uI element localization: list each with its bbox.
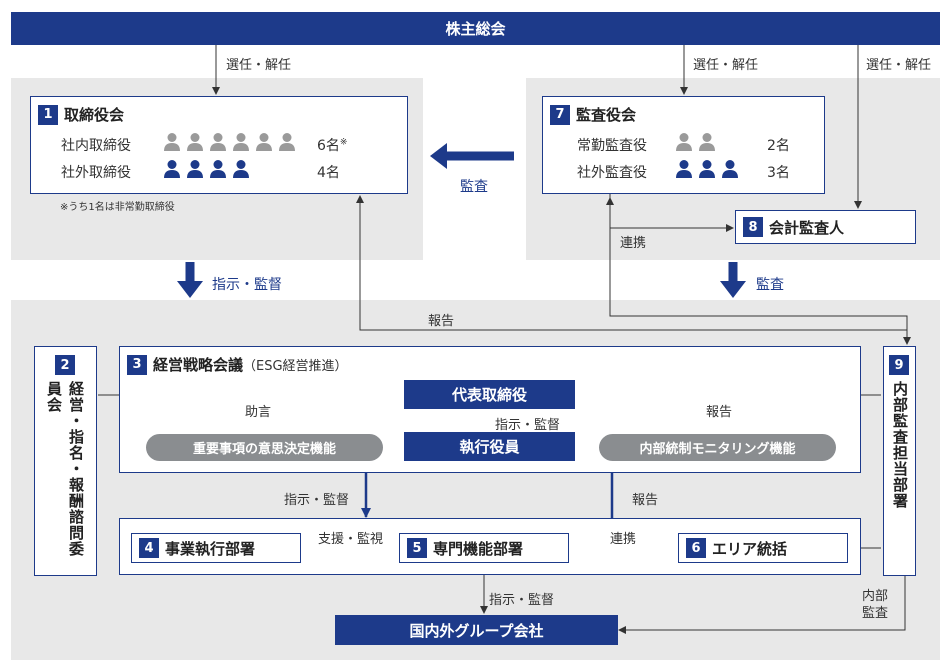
- instruct-supervise-label-group: 指示・監督: [489, 593, 555, 608]
- nomination-committee-title: 経営・指名・報酬諮問委員会: [45, 381, 85, 557]
- outside-auditors-icons: [673, 159, 742, 183]
- board-of-directors-box: 1 取締役会 社内取締役 6名※ 社外取締役 4名: [30, 96, 408, 194]
- report-label-top: 報告: [428, 314, 455, 329]
- internal-audit-dept-title: 内部監査担当部署: [891, 381, 909, 509]
- monitoring-function-pill: 内部統制モニタリング機能: [599, 434, 836, 461]
- outside-directors-count: 4名: [317, 165, 340, 181]
- full-time-auditors-label: 常勤監査役: [577, 138, 647, 154]
- person-icon: [279, 133, 295, 151]
- representative-director-box: 代表取締役: [404, 380, 575, 409]
- inside-directors-label: 社内取締役: [61, 138, 131, 154]
- strategy-council-subtitle: （ESG経営推進）: [243, 359, 348, 374]
- advice-label: 助言: [245, 405, 272, 420]
- business-dept-box: 4 事業執行部署: [131, 533, 301, 563]
- decision-function-pill: 重要事項の意思決定機能: [146, 434, 383, 461]
- business-dept-title: 事業執行部署: [165, 539, 256, 558]
- outside-directors-icons: [161, 159, 253, 183]
- outside-auditors-label: 社外監査役: [577, 165, 647, 181]
- shareholders-meeting-bar: 株主総会: [11, 12, 940, 45]
- instruct-supervise-label-mid: 指示・監督: [284, 493, 350, 508]
- inside-count-value: 6名: [317, 138, 340, 154]
- accounting-auditor-title: 会計監査人: [769, 218, 845, 237]
- business-dept-number: 4: [139, 538, 159, 558]
- board-title: 取締役会: [64, 106, 125, 124]
- report-label-mid: 報告: [632, 493, 659, 508]
- full-time-auditors-icons: [673, 132, 719, 156]
- person-icon: [676, 133, 692, 151]
- decision-function-label: 重要事項の意思決定機能: [192, 442, 336, 457]
- person-icon: [722, 160, 738, 178]
- report-label-representative: 報告: [706, 405, 733, 420]
- audit-board-number: 7: [550, 104, 570, 125]
- person-icon: [210, 133, 226, 151]
- full-time-auditors-count: 2名: [767, 138, 790, 154]
- accounting-auditor-number: 8: [743, 217, 763, 237]
- elect-dismiss-label-audit: 選任・解任: [693, 58, 759, 73]
- group-companies-label: 国内外グループ会社: [409, 621, 544, 640]
- strategy-council-title: 経営戦略会議: [153, 356, 244, 374]
- internal-audit-label-line1: 内部: [862, 589, 889, 604]
- nomination-committee-box: 2 経営・指名・報酬諮問委員会: [34, 346, 97, 576]
- person-icon: [233, 160, 249, 178]
- person-icon: [210, 160, 226, 178]
- audit-board-title: 監査役会: [576, 106, 637, 124]
- executive-officers-label: 執行役員: [459, 438, 520, 456]
- person-icon: [164, 160, 180, 178]
- inside-directors-icons: [161, 132, 299, 156]
- area-control-title: エリア統括: [712, 539, 788, 558]
- monitoring-function-label: 内部統制モニタリング機能: [639, 442, 796, 457]
- inside-count-mark: ※: [339, 137, 348, 148]
- person-icon: [256, 133, 272, 151]
- person-icon: [233, 133, 249, 151]
- audit-down-arrow-label: 監査: [756, 277, 784, 293]
- elect-dismiss-label-accounting: 選任・解任: [866, 58, 932, 73]
- nomination-committee-number: 2: [55, 355, 75, 375]
- representative-director-label: 代表取締役: [451, 386, 527, 404]
- strategy-council-number: 3: [127, 354, 147, 375]
- specialist-dept-box: 5 専門機能部署: [399, 533, 569, 563]
- person-icon: [676, 160, 692, 178]
- board-note: ※うち1名は非常勤取締役: [60, 202, 175, 213]
- specialist-dept-number: 5: [407, 538, 427, 558]
- audit-arrow-label: 監査: [460, 179, 488, 195]
- shareholders-meeting-label: 株主総会: [445, 20, 506, 38]
- area-control-box: 6 エリア統括: [678, 533, 848, 563]
- audit-board-box: 7 監査役会 常勤監査役 2名 社外監査役 3名: [542, 96, 825, 194]
- executive-officers-box: 執行役員: [404, 432, 575, 461]
- support-monitor-label: 支援・監視: [318, 532, 384, 547]
- outside-directors-label: 社外取締役: [61, 165, 131, 181]
- group-companies-box: 国内外グループ会社: [335, 615, 618, 645]
- specialist-dept-title: 専門機能部署: [433, 539, 524, 558]
- person-icon: [187, 160, 203, 178]
- internal-audit-label: 内部 監査: [862, 588, 888, 622]
- internal-audit-dept-number: 9: [889, 355, 909, 375]
- outside-auditors-count: 3名: [767, 165, 790, 181]
- internal-audit-label-line2: 監査: [862, 606, 889, 621]
- person-icon: [699, 133, 715, 151]
- person-icon: [164, 133, 180, 151]
- accounting-auditor-box: 8 会計監査人: [735, 210, 916, 244]
- cooperate-label-depts: 連携: [610, 532, 637, 547]
- elect-dismiss-label-board: 選任・解任: [226, 58, 292, 73]
- instruct-supervise-label-officers: 指示・監督: [495, 418, 561, 433]
- person-icon: [699, 160, 715, 178]
- instruct-supervise-arrow-label: 指示・監督: [212, 277, 282, 293]
- board-number: 1: [38, 104, 58, 125]
- person-icon: [187, 133, 203, 151]
- inside-directors-count: 6名※: [317, 135, 347, 155]
- internal-audit-dept-box: 9 内部監査担当部署: [883, 346, 916, 576]
- cooperate-label-audit: 連携: [620, 236, 647, 251]
- area-control-number: 6: [686, 538, 706, 558]
